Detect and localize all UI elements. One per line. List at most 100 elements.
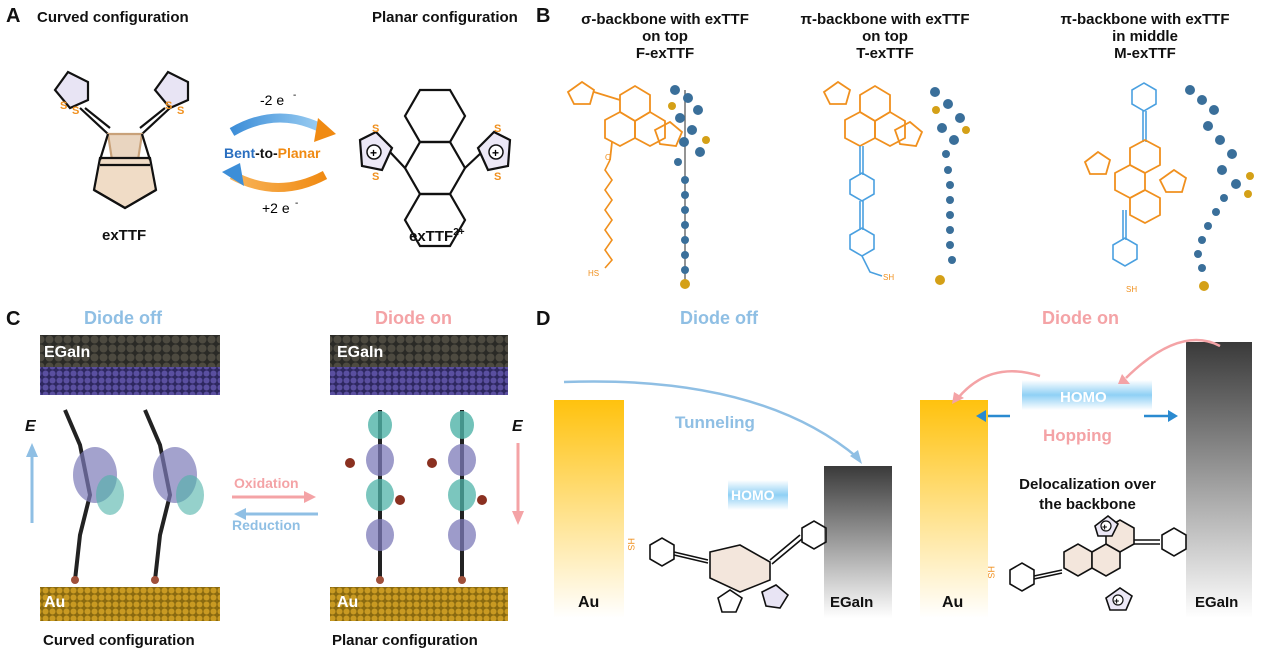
energy-label-left: E [25,418,36,435]
egain-label-d-right: EGaIn [1195,594,1239,611]
f-exttf-alkyl-chain [604,159,614,269]
planar-exttf-structure [358,88,512,248]
svg-text:SH: SH [1126,285,1137,294]
svg-text:S: S [372,123,379,135]
au-label-left: Au [44,594,66,611]
planar-molecule-pair [345,410,487,584]
sulfur-label: S [177,105,184,117]
panel-c-diode-on: Diode on [375,308,452,328]
panel-d-diode-off: Diode off [680,308,758,328]
egain-label-d-left: EGaIn [830,594,874,611]
sulfur-label: S [165,100,172,112]
t-exttf-desc-1: π-backbone with exTTF [800,11,970,28]
svg-text:O: O [605,153,611,162]
svg-text:HS: HS [588,269,599,278]
homo-level-left [728,480,788,510]
planar-molecule-sketch [1009,514,1187,611]
tunneling-label: Tunneling [675,413,755,432]
egain-label-right: EGaIn [337,344,384,361]
planar-text: Planar [278,145,321,161]
panel-label-a: A [6,5,21,27]
svg-text:Bent-to-Planar: Bent-to-Planar [224,145,321,161]
m-exttf-desc-1: π-backbone with exTTF [1060,11,1230,28]
panel-a-graphic: S S S S -2 e - +2 e - Bent-to-Planar + +… [53,70,512,248]
curved-exttf-structure [53,70,190,210]
svg-text:+: + [370,146,377,160]
oxidation-label: Oxidation [234,475,299,491]
panel-label-d: D [536,308,551,330]
panel-d-diode-on: Diode on [1042,308,1119,328]
oxidation-electrons: -2 e [260,92,284,108]
panel-c-diode-off: Diode off [84,308,162,328]
t-exttf-desc-2: on top [862,28,908,45]
curved-configuration-title: Curved configuration [37,9,189,26]
svg-text:+: + [492,146,499,160]
m-exttf-header: π-backbone with exTTF in middle M-exTTF [1040,11,1250,62]
panel-b-graphic: O HS SH SH [566,80,1254,294]
t-exttf-backbone [849,146,883,277]
f-exttf-header: σ-backbone with exTTF on top F-exTTF [570,11,760,62]
svg-text:S: S [494,123,501,135]
electron-superscript: - [293,90,296,101]
delocalization-line-2: the backbone [1039,496,1136,513]
planar-configuration-title: Planar configuration [372,9,518,26]
sulfur-label: S [60,100,67,112]
egain-electrode-left [824,466,892,618]
t-exttf-structure [822,80,924,148]
m-exttf-core [1083,138,1188,225]
oxide-layer-right [330,367,508,395]
energy-label-right: E [512,418,523,435]
panel-c-graphic [26,335,524,621]
exttf-dication-label: exTTF2+ [409,227,465,245]
sulfur-label: S [72,105,79,117]
t-exttf-header: π-backbone with exTTF on top T-exTTF [790,11,980,62]
exttf-dication-base: exTTF [409,228,454,245]
curved-configuration-caption: Curved configuration [43,632,195,649]
svg-text:S: S [494,171,501,183]
curved-molecule-sketch [649,520,827,613]
hopping-label: Hopping [1043,426,1112,445]
au-label-d-right: Au [942,594,964,611]
plus-charge-icon [1112,594,1124,606]
f-exttf-3d-atoms [670,85,705,274]
electron-superscript: - [295,198,298,209]
exttf-dication-charge: 2+ [453,227,465,238]
f-exttf-name: F-exTTF [635,45,695,62]
au-label-right: Au [337,594,359,611]
svg-text:S: S [372,171,379,183]
panel-d-graphic: HS + + HS [554,338,1252,618]
homo-level-right [1022,380,1152,410]
reduction-electrons: +2 e [262,200,290,216]
m-exttf-desc-2: in middle [1112,28,1178,45]
m-exttf-3d-atoms [1185,85,1241,272]
t-exttf-3d-atoms [930,87,965,264]
hopping-arrow-in [1125,338,1221,379]
svg-text:SH: SH [883,273,894,282]
plus-charge-icon [488,144,504,160]
f-exttf-desc-1: σ-backbone with exTTF [581,11,749,28]
homo-label-left: HOMO [731,487,775,503]
panel-label-b: B [536,5,551,27]
oxide-layer-left [40,367,220,395]
egain-layer-right [330,335,508,367]
egain-layer-left [40,335,220,367]
redox-arrows [232,491,318,520]
svg-text:HS: HS [986,566,996,579]
au-label-d-left: Au [578,594,600,611]
au-electrode-right [920,400,988,618]
exttf-label: exTTF [102,227,147,244]
to-text: -to- [255,145,278,161]
tunneling-arrow [563,380,859,459]
m-exttf-structure [1112,82,1157,267]
egain-electrode-right [1186,342,1252,618]
delocalization-label: Delocalization over the backbone [1000,475,1175,515]
bent-text: Bent [224,145,255,161]
panel-label-c: C [6,308,21,330]
energy-arrow-icon [26,443,524,525]
delocalization-line-1: Delocalization over [1019,476,1156,493]
hopping-arrow-out [957,370,1041,399]
curved-molecule-pair [63,409,204,584]
m-exttf-name: M-exTTF [1114,45,1176,62]
homo-label-right: HOMO [1060,389,1107,406]
svg-text:HS: HS [626,538,636,551]
